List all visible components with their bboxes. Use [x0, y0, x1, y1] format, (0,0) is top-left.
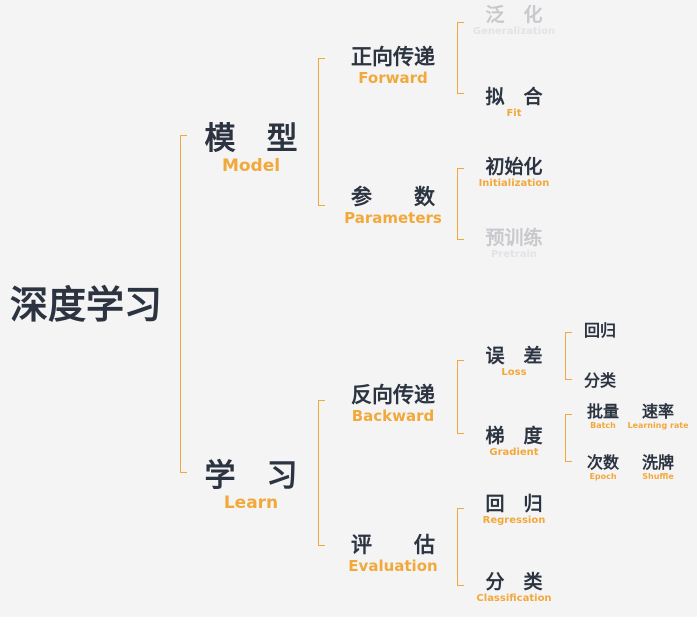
learn-label: 学 习 — [204, 458, 298, 494]
regression-label: 回 归 — [485, 493, 543, 515]
shuffle-node: 洗牌 Shuffle — [626, 455, 690, 481]
epoch-node: 次数 Epoch — [580, 455, 626, 481]
epoch-label: 次数 — [586, 453, 619, 472]
pretrain-label-en: Pretrain — [490, 249, 538, 260]
forward-label: 正向传递 — [351, 45, 435, 69]
initialization-label-en: Initialization — [478, 178, 550, 189]
parameters-bracket — [457, 168, 464, 240]
generalization-node: 泛 化 Generalization — [470, 6, 558, 37]
pretrain-node: 预训练 Pretrain — [470, 229, 558, 260]
shuffle-label-en: Shuffle — [642, 472, 674, 481]
forward-bracket — [457, 22, 464, 94]
loss-regression-label: 回归 — [584, 321, 617, 340]
evaluation-node: 评 估 Evaluation — [332, 535, 454, 574]
fit-label: 拟 合 — [485, 86, 543, 108]
generalization-label: 泛 化 — [485, 4, 543, 26]
gradient-bracket — [565, 414, 572, 462]
parameters-label-en: Parameters — [344, 209, 442, 227]
batch-node: 批量 Batch — [580, 404, 626, 430]
loss-classification-label: 分类 — [584, 371, 617, 390]
loss-regression-node: 回归 — [584, 323, 616, 339]
epoch-label-en: Epoch — [589, 472, 617, 481]
loss-label: 误 差 — [485, 345, 543, 367]
loss-node: 误 差 Loss — [470, 347, 558, 378]
backward-bracket — [457, 360, 464, 434]
evaluation-label-en: Evaluation — [348, 557, 438, 575]
fit-node: 拟 合 Fit — [470, 88, 558, 119]
learn-bracket — [318, 400, 325, 546]
regression-node: 回 归 Regression — [470, 495, 558, 526]
backward-label-en: Backward — [351, 407, 435, 425]
classification-label-en: Classification — [476, 593, 552, 604]
learning-rate-label-en: Learning rate — [627, 421, 689, 430]
loss-classification-node: 分类 — [584, 373, 616, 389]
classification-node: 分 类 Classification — [470, 573, 558, 604]
forward-node: 正向传递 Forward — [332, 47, 454, 86]
model-label-en: Model — [221, 156, 281, 176]
initialization-label: 初始化 — [485, 156, 543, 178]
evaluation-bracket — [457, 508, 464, 586]
parameters-node: 参 数 Parameters — [332, 187, 454, 226]
backward-node: 反向传递 Backward — [332, 385, 454, 424]
batch-label: 批量 — [586, 402, 619, 421]
gradient-label: 梯 度 — [485, 425, 543, 447]
root-label: 深度学习 — [10, 283, 163, 327]
learning-rate-label: 速率 — [641, 402, 674, 421]
batch-label-en: Batch — [590, 421, 616, 430]
root-bracket — [180, 135, 187, 473]
regression-label-en: Regression — [482, 515, 546, 526]
loss-bracket — [565, 332, 572, 380]
initialization-node: 初始化 Initialization — [470, 158, 558, 189]
model-node: 模 型 Model — [196, 124, 306, 175]
shuffle-label: 洗牌 — [641, 453, 674, 472]
classification-label: 分 类 — [485, 571, 543, 593]
generalization-label-en: Generalization — [472, 26, 556, 37]
pretrain-label: 预训练 — [485, 227, 543, 249]
model-bracket — [318, 58, 325, 206]
root-node: 深度学习 — [10, 286, 162, 324]
backward-label: 反向传递 — [351, 383, 435, 407]
parameters-label: 参 数 — [351, 185, 435, 209]
learning-rate-node: 速率 Learning rate — [626, 404, 690, 430]
learn-label-en: Learn — [223, 493, 279, 513]
gradient-label-en: Gradient — [489, 447, 539, 458]
model-label: 模 型 — [204, 121, 298, 157]
fit-label-en: Fit — [506, 108, 522, 119]
learn-node: 学 习 Learn — [196, 461, 306, 512]
gradient-node: 梯 度 Gradient — [470, 427, 558, 458]
forward-label-en: Forward — [358, 69, 428, 87]
loss-label-en: Loss — [501, 367, 527, 378]
evaluation-label: 评 估 — [351, 533, 435, 557]
